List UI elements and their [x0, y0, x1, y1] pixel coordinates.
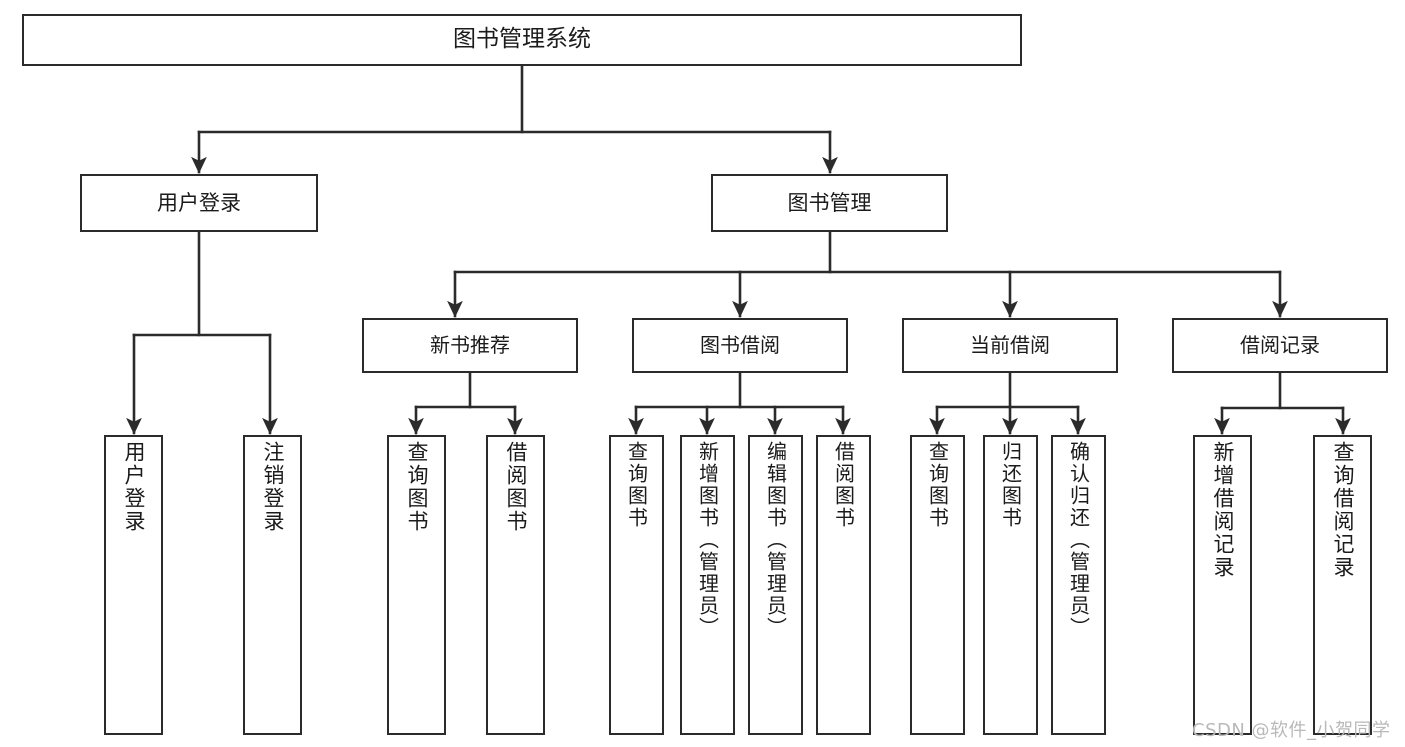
node-leaf-query-book-2[interactable]: 查询图书	[609, 435, 664, 735]
node-leaf-borrow-book-1[interactable]: 借阅图书	[486, 435, 545, 735]
node-leaf-logout-label: 注销登录	[261, 441, 285, 533]
node-leaf-user-login[interactable]: 用户登录	[104, 435, 163, 735]
node-borrow-record[interactable]: 借阅记录	[1172, 318, 1388, 373]
node-leaf-query-book-3[interactable]: 查询图书	[910, 435, 965, 735]
node-root[interactable]: 图书管理系统	[22, 14, 1022, 66]
node-current-borrow-label: 当前借阅	[970, 332, 1050, 357]
node-borrow-record-label: 借阅记录	[1240, 332, 1320, 357]
node-leaf-query-book-1[interactable]: 查询图书	[387, 435, 446, 735]
node-book-borrow[interactable]: 图书借阅	[632, 318, 848, 373]
node-leaf-confirm-return[interactable]: 确认归还（管理员）	[1051, 435, 1106, 735]
csdn-watermark: CSDN @软件_小贺同学	[1192, 720, 1391, 741]
node-leaf-user-login-label: 用户登录	[122, 441, 146, 533]
node-book-borrow-label: 图书借阅	[700, 332, 780, 357]
node-leaf-query-borrow-record-label: 查询借阅记录	[1331, 441, 1355, 579]
node-leaf-logout[interactable]: 注销登录	[243, 435, 302, 735]
node-leaf-add-book-admin-label: 新增图书（管理员）	[695, 441, 720, 639]
node-user-login-label: 用户登录	[157, 190, 241, 215]
node-current-borrow[interactable]: 当前借阅	[902, 318, 1118, 373]
node-leaf-add-borrow-record-label: 新增借阅记录	[1211, 441, 1235, 579]
node-leaf-query-book-2-label: 查询图书	[624, 441, 649, 529]
node-root-label: 图书管理系统	[453, 26, 591, 53]
node-book-manage[interactable]: 图书管理	[711, 174, 948, 232]
node-new-book-recommend[interactable]: 新书推荐	[362, 318, 578, 373]
node-leaf-borrow-book-2[interactable]: 借阅图书	[816, 435, 871, 735]
node-leaf-edit-book-admin[interactable]: 编辑图书（管理员）	[748, 435, 803, 735]
node-book-manage-label: 图书管理	[787, 190, 872, 215]
node-leaf-add-borrow-record[interactable]: 新增借阅记录	[1193, 435, 1252, 735]
node-leaf-edit-book-admin-label: 编辑图书（管理员）	[763, 441, 788, 639]
node-leaf-add-book-admin[interactable]: 新增图书（管理员）	[680, 435, 735, 735]
node-leaf-return-book-label: 归还图书	[998, 441, 1023, 529]
node-user-login[interactable]: 用户登录	[80, 174, 318, 232]
node-leaf-query-book-3-label: 查询图书	[925, 441, 950, 529]
node-leaf-query-borrow-record[interactable]: 查询借阅记录	[1313, 435, 1372, 735]
node-leaf-borrow-book-2-label: 借阅图书	[831, 441, 856, 529]
node-leaf-borrow-book-1-label: 借阅图书	[504, 441, 528, 533]
node-leaf-query-book-1-label: 查询图书	[405, 441, 429, 533]
node-leaf-return-book[interactable]: 归还图书	[983, 435, 1038, 735]
node-new-book-recommend-label: 新书推荐	[430, 332, 510, 357]
node-leaf-confirm-return-label: 确认归还（管理员）	[1066, 441, 1091, 639]
